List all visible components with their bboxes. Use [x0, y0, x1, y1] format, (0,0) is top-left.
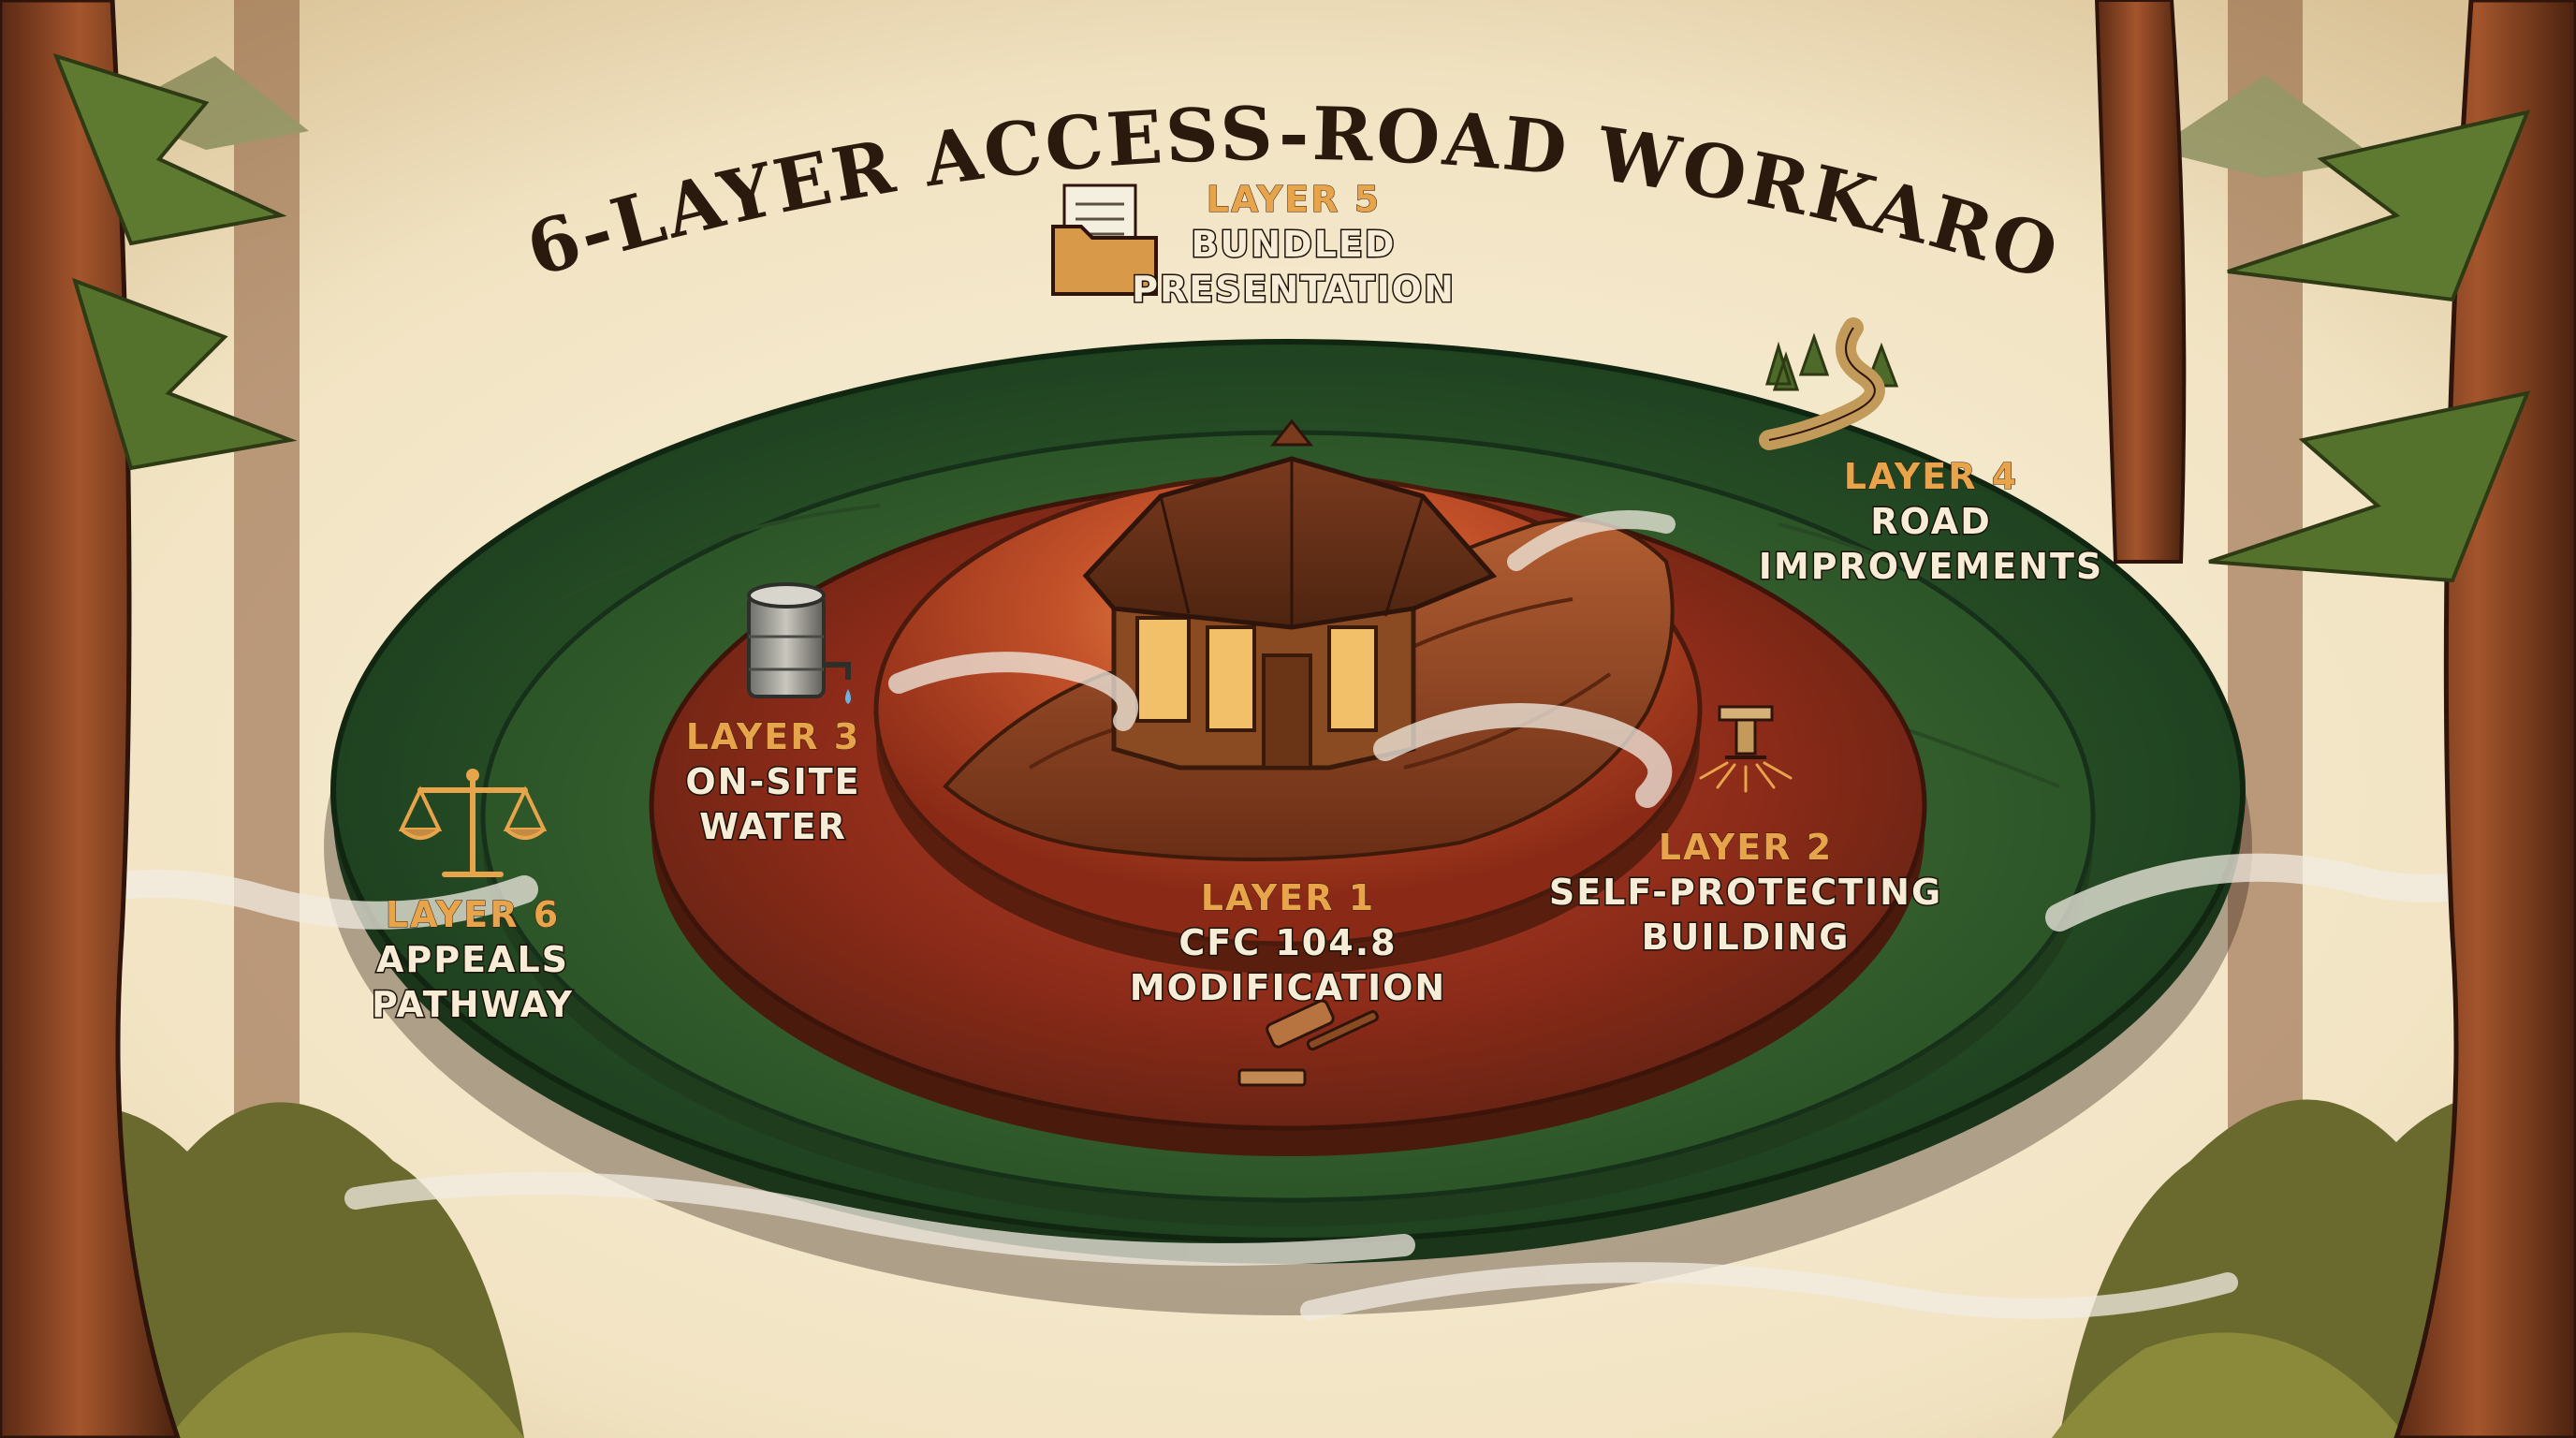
- layer-5-line-1: BUNDLED: [1192, 224, 1397, 265]
- layer-3-line-2: WATER: [699, 806, 847, 847]
- layer-2-line-2: BUILDING: [1642, 917, 1851, 958]
- layer-4-label: LAYER 4: [1844, 456, 2018, 497]
- layer-3-label: LAYER 3: [686, 716, 860, 757]
- cabin-illustration: [1082, 418, 1498, 770]
- layer-4-callout: LAYER 4 ROAD IMPROVEMENTS: [1757, 317, 2104, 589]
- layer-4-line-2: IMPROVEMENTS: [1759, 546, 2104, 587]
- layer-6-callout: LAYER 6 APPEALS PATHWAY: [370, 769, 574, 1027]
- layer-6-label: LAYER 6: [386, 894, 560, 935]
- sprinkler-icon: [1699, 705, 1793, 793]
- layer-2-callout: LAYER 2 SELF-PROTECTING BUILDING: [1547, 705, 1942, 960]
- layer-6-line-2: PATHWAY: [372, 984, 574, 1025]
- layer-1-label: LAYER 1: [1201, 877, 1375, 918]
- layer-5-line-2: PRESENTATION: [1132, 269, 1456, 310]
- layer-4-line-1: ROAD: [1870, 501, 1992, 542]
- layer-3-line-1: ON-SITE: [685, 761, 860, 802]
- layer-5-callout: LAYER 5 BUNDLED PRESENTATION: [1051, 179, 1456, 312]
- layer-3-callout: LAYER 3 ON-SITE WATER: [684, 582, 860, 849]
- layer-2-line-1: SELF-PROTECTING: [1549, 872, 1942, 913]
- layer-5-label: LAYER 5: [1207, 179, 1381, 220]
- layer-1-line-2: MODIFICATION: [1130, 967, 1446, 1008]
- document-folder-icon: [1051, 183, 1158, 296]
- gavel-icon: [1237, 999, 1379, 1087]
- water-tank-icon: [747, 582, 851, 704]
- winding-road-icon: [1759, 317, 1899, 450]
- layer-2-label: LAYER 2: [1659, 827, 1833, 868]
- layer-1-line-1: CFC 104.8: [1178, 922, 1397, 963]
- scales-icon: [398, 769, 548, 877]
- layer-1-callout: LAYER 1 CFC 104.8 MODIFICATION: [1128, 877, 1446, 1087]
- layer-6-line-1: APPEALS: [376, 939, 569, 980]
